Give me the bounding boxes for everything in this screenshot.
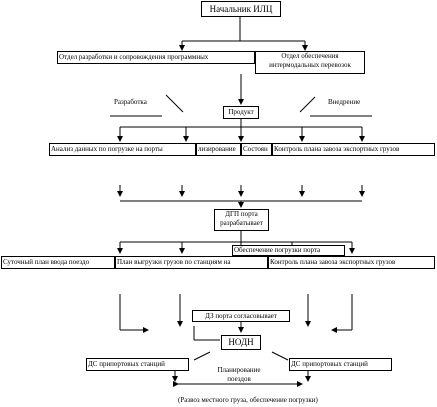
row2-daily: Суточный план ввода поездо: [1, 256, 115, 269]
row1-state-label: Состоян: [243, 145, 268, 153]
dz-label: ДЗ порта согласовывает: [205, 312, 277, 320]
dgp-line2: разрабатывает: [220, 219, 263, 227]
planning-label: Планирование поездов: [208, 366, 270, 384]
product-box: Продукт: [223, 106, 259, 119]
row2-daily-label: Суточный план ввода поездо: [3, 258, 90, 266]
dept-intermodal-line2: интермодальных перевозок: [269, 61, 351, 69]
row1-control: Контроль плана завоза экспортных грузов: [272, 143, 435, 156]
planning-line2: поездов: [227, 375, 251, 383]
footer-note: (Развоз местного груза, обеспечение погр…: [178, 396, 318, 404]
implementation-label: Внедрение: [328, 98, 361, 106]
dgp-box: ДГП порта разрабатывает: [214, 209, 269, 231]
row2-supply-label: Обеспечение погрузки порта: [234, 246, 321, 254]
row1-modeling-label: лизирование: [198, 145, 236, 153]
dept-dev-box: Отдел разработки и сопровождения програм…: [57, 51, 255, 64]
row2-unloading-label: План выгрузки грузов по станциям на: [117, 258, 231, 266]
row1-control-label: Контроль плана завоза экспортных грузов: [274, 145, 400, 153]
nodn-box: НОДН: [221, 335, 261, 350]
dept-intermodal-box: Отдел обеспечения интермодальных перевоз…: [255, 51, 365, 74]
ds-left-label: ДС припортовых станций: [88, 360, 165, 368]
row2-supply: Обеспечение погрузки порта: [232, 245, 345, 256]
row1-analysis-label: Анализ данных по погрузке на порты: [51, 145, 163, 153]
planning-line1: Планирование: [217, 366, 261, 374]
head-box: Начальник ИЛЦ: [201, 1, 281, 17]
row2-control: Контроль плана завоза экспортных грузов: [268, 256, 435, 269]
row1-analysis: Анализ данных по погрузке на порты: [49, 143, 196, 156]
head-title: Начальник ИЛЦ: [209, 4, 273, 14]
row2-unloading: План выгрузки грузов по станциям на: [115, 256, 268, 269]
dz-box: ДЗ порта согласовывает: [192, 310, 290, 322]
row1-state: Состоян: [241, 143, 272, 156]
ds-right-box: ДС припортовых станций: [289, 358, 392, 371]
dept-intermodal-line1: Отдел обеспечения: [281, 52, 339, 60]
dept-dev-label: Отдел разработки и сопровождения програм…: [59, 53, 209, 61]
nodn-label: НОДН: [228, 337, 254, 347]
product-label: Продукт: [228, 108, 254, 116]
dgp-line1: ДГП порта: [225, 210, 258, 218]
row2-control-label: Контроль плана завоза экспортных грузов: [270, 258, 396, 266]
development-label: Разработка: [114, 98, 147, 106]
row1-modeling: лизирование: [196, 143, 241, 156]
ds-left-box: ДС припортовых станций: [86, 358, 189, 371]
ds-right-label: ДС припортовых станций: [291, 360, 368, 368]
